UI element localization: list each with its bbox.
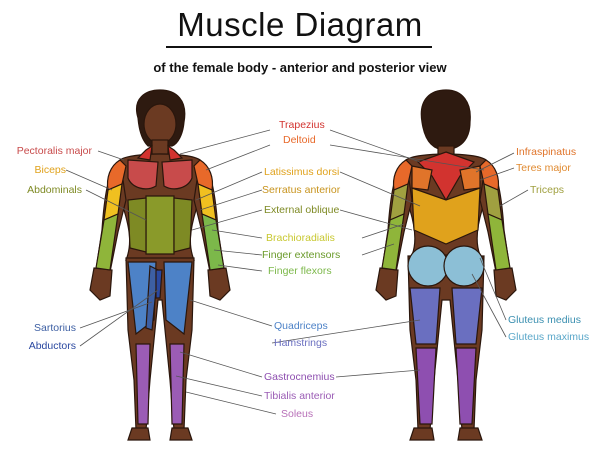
label-pectoralis-major: Pectoralis major <box>16 145 92 157</box>
back-gluteus-maximus-right <box>443 245 485 287</box>
label-finger-extensors: Finger extensors <box>262 249 341 261</box>
front-abductors <box>155 269 163 299</box>
label-soleus: Soleus <box>281 408 314 420</box>
back-left-hand <box>375 267 399 301</box>
back-hamstrings-left <box>409 287 441 345</box>
back-hamstrings-right <box>451 287 483 345</box>
back-left-foot <box>409 427 435 441</box>
front-tibialis-right <box>169 343 185 425</box>
front-forearm-right <box>201 213 225 271</box>
label-trapezius: Trapezius <box>279 119 325 131</box>
label-quadriceps: Quadriceps <box>274 320 328 332</box>
front-tibialis-left <box>135 343 151 425</box>
page-subtitle: of the female body - anterior and poster… <box>153 60 447 75</box>
front-head <box>143 103 177 145</box>
back-infraspinatus <box>411 165 481 191</box>
front-quadriceps-right <box>163 261 193 336</box>
label-gluteus-medius: Gluteus medius <box>508 314 581 326</box>
label-infraspinatus: Infraspinatus <box>516 146 577 158</box>
label-gluteus-maximus: Gluteus maximus <box>508 331 590 343</box>
back-right-hand <box>493 267 517 301</box>
front-left-hand <box>89 267 113 301</box>
posterior-figure <box>375 89 517 441</box>
front-pectoralis <box>127 159 193 190</box>
back-latissimus <box>411 187 481 245</box>
label-serratus-anterior: Serratus anterior <box>262 184 341 196</box>
page-title: Muscle Diagram <box>177 6 423 43</box>
label-triceps: Triceps <box>530 184 565 196</box>
back-forearm-left <box>381 213 405 271</box>
front-forearm-left <box>95 213 119 271</box>
front-oblique-right <box>173 197 193 253</box>
label-deltoid: Deltoid <box>283 134 316 146</box>
back-right-foot <box>457 427 483 441</box>
front-oblique-left <box>127 197 147 253</box>
label-latissimus-dorsi: Latissimus dorsi <box>264 166 340 178</box>
back-hair <box>420 89 471 151</box>
label-abdominals: Abdominals <box>27 184 82 196</box>
front-abdominals <box>145 195 175 255</box>
front-right-hand <box>207 267 231 301</box>
back-gluteus-maximus-left <box>407 245 449 287</box>
label-finger-flexors: Finger flexors <box>268 265 332 277</box>
front-neck <box>151 139 169 155</box>
label-tibialis-anterior: Tibialis anterior <box>264 390 335 402</box>
front-sartorius <box>145 265 159 331</box>
title-underline <box>166 46 432 48</box>
label-teres-major: Teres major <box>516 162 571 174</box>
back-gastrocnemius-left <box>415 347 437 425</box>
front-left-foot <box>127 427 151 441</box>
label-sartorius: Sartorius <box>33 322 76 334</box>
front-trapezius <box>136 144 184 161</box>
back-forearm-right <box>487 213 511 271</box>
label-biceps: Biceps <box>34 164 66 176</box>
front-right-foot <box>169 427 193 441</box>
back-gastrocnemius-right <box>455 347 477 425</box>
label-brachioradialis: Brachioradialis <box>266 232 335 244</box>
leader-lines <box>65 129 529 415</box>
anterior-figure <box>89 89 231 441</box>
label-abductors: Abductors <box>28 340 76 352</box>
label-external-oblique: External oblique <box>264 204 340 216</box>
label-gastrocnemius: Gastrocnemius <box>264 371 335 383</box>
label-hamstrings: Hamstrings <box>274 337 328 349</box>
